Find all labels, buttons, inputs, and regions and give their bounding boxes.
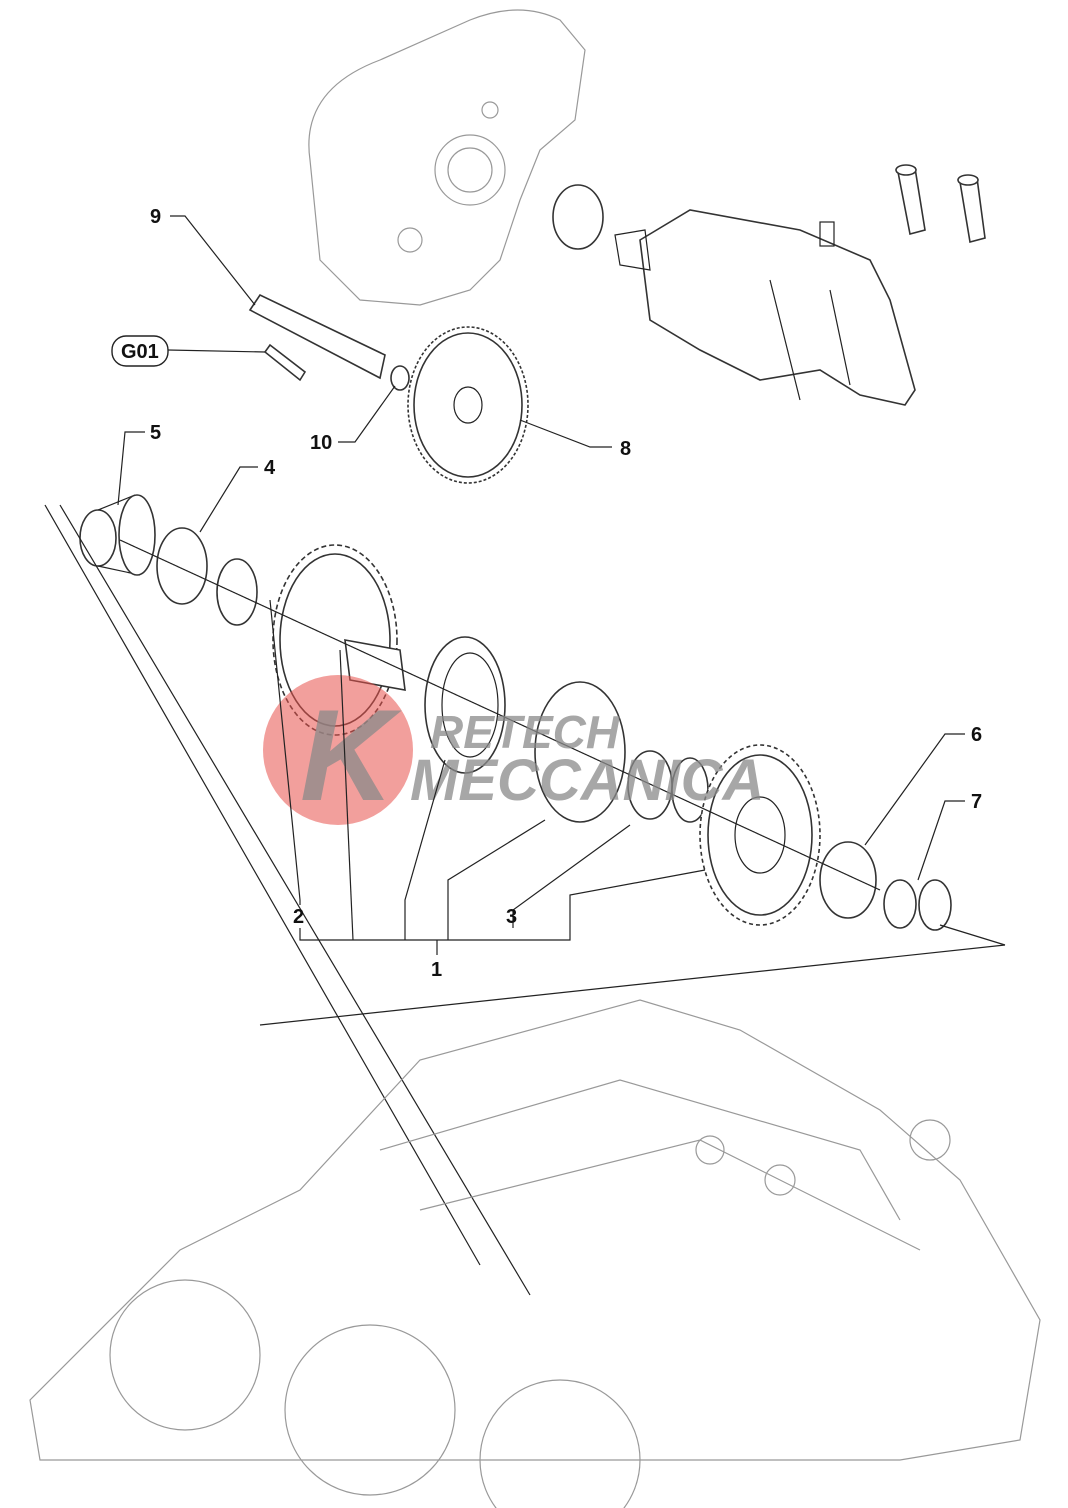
group-tag-label: G01: [121, 341, 159, 363]
circlip-2: [216, 558, 258, 626]
starter-motor: [614, 209, 916, 406]
callout-9: 9: [150, 206, 161, 228]
projection-line: [939, 924, 1006, 946]
group-tag-g01: G01: [111, 335, 169, 367]
callout-7: 7: [971, 791, 982, 813]
callout-8: 8: [620, 438, 631, 460]
svg-text:MECCANICA: MECCANICA: [410, 748, 764, 813]
projection-line: [259, 944, 1006, 1026]
crankcase: [29, 999, 1041, 1508]
projection-lines: [44, 504, 531, 1296]
watermark-logo: K RETECH MECCANICA: [263, 675, 764, 828]
shaft: [248, 293, 386, 380]
bolts: [895, 164, 986, 243]
o-ring: [552, 184, 604, 250]
callout-1: 1: [431, 959, 442, 981]
axis-line: [119, 539, 881, 891]
freewheel-cage: [424, 636, 506, 774]
intermediate-gear: [407, 326, 529, 484]
pin: [263, 343, 307, 382]
callout-2: 2: [293, 906, 304, 928]
callout-6: 6: [971, 724, 982, 746]
washer: [390, 365, 410, 391]
callout-10: 10: [310, 432, 332, 454]
svg-text:K: K: [300, 682, 402, 828]
svg-text:RETECH: RETECH: [430, 706, 620, 758]
callout-3: 3: [506, 906, 517, 928]
thrust-washer-4: [156, 527, 208, 605]
callout-4: 4: [264, 457, 276, 479]
starter-cover: [308, 9, 586, 306]
callout-5: 5: [150, 422, 161, 444]
needle-bearing-7: [883, 879, 952, 931]
leader-lines: [117, 215, 965, 955]
spacer-6: [819, 841, 877, 919]
needle-bearing-5: [79, 494, 156, 576]
